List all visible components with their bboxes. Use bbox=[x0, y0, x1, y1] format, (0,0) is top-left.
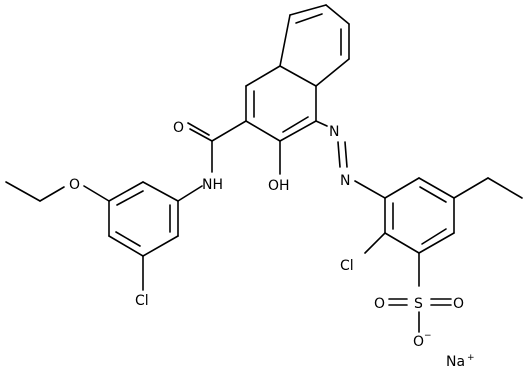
ring-c-cl-bond bbox=[364, 232, 386, 254]
ethyl-group bbox=[453, 177, 523, 199]
azo-n2-label: N bbox=[340, 173, 350, 189]
azo-bonds bbox=[315, 120, 386, 199]
sulfonate-ring bbox=[384, 177, 455, 254]
sulfonate-group bbox=[388, 252, 452, 333]
amide-nh-label: NH bbox=[202, 177, 223, 193]
positive-charge-label: + bbox=[467, 353, 475, 363]
sulfonate-oxygen-label: O bbox=[413, 334, 424, 350]
negative-charge-label: − bbox=[424, 331, 432, 341]
sulfonyl-oxygen-right-label: O bbox=[453, 296, 464, 312]
amide-oxygen-label: O bbox=[173, 120, 184, 136]
hydroxyl-label: OH bbox=[268, 178, 290, 194]
anilide-chlorine-label: Cl bbox=[135, 293, 149, 309]
anilide-ring bbox=[108, 181, 179, 257]
sodium-label: Na bbox=[446, 354, 465, 370]
ethoxy-group bbox=[5, 181, 110, 202]
amide-group bbox=[177, 120, 247, 202]
naphthalene-top-ring bbox=[279, 4, 350, 87]
ring-chlorine-label: Cl bbox=[340, 258, 354, 274]
naphthalene-bottom-ring bbox=[245, 65, 317, 142]
sulfur-label: S bbox=[414, 296, 423, 312]
sulfonyl-oxygen-left-label: O bbox=[374, 296, 385, 312]
ether-oxygen-label: O bbox=[69, 177, 80, 193]
azo-n1-label: N bbox=[329, 124, 339, 140]
